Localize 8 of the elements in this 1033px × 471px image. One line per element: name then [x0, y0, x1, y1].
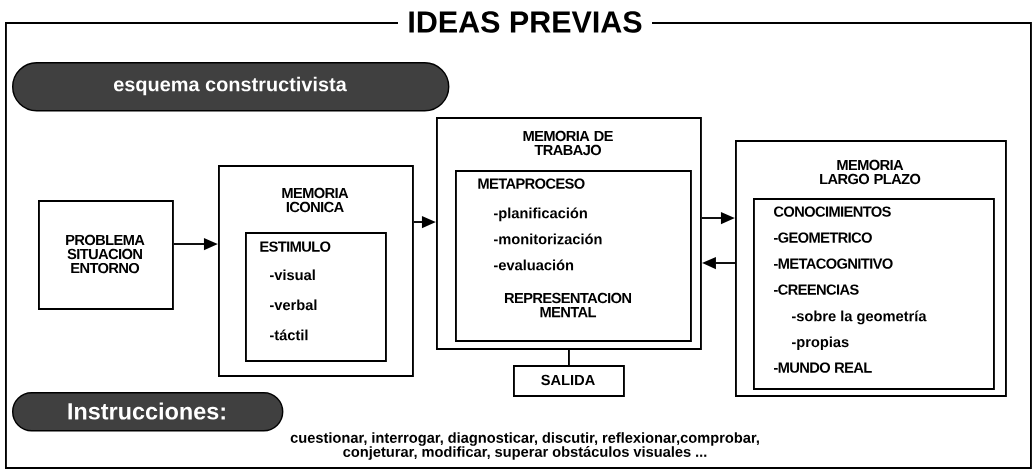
process-box: PROBLEMA SITUACION ENTORNO — [38, 200, 174, 310]
inner-box: CONOCIMIENTOS -GEOMETRICO -METACOGNITIVO -CREENCIAS -sobre la geometría -propias -MUNDO REAL — [753, 198, 995, 390]
note-text: cuestionar, interrogar, diagnosticar, discutir, reflexionar,comprobar, conjeturar, modificar, superar obstáculos visuales ... — [290, 432, 759, 460]
inner-box: METAPROCESO -planificación -monitorización -evaluación REPRESENTACION MENTAL — [455, 170, 692, 342]
pill-label: esquema constructivista — [12, 62, 450, 112]
pill-label: Instrucciones: — [12, 392, 284, 432]
inner-box: ESTIMULO -visual -verbal -táctil — [245, 232, 387, 362]
output-box: SALIDA — [513, 365, 625, 397]
